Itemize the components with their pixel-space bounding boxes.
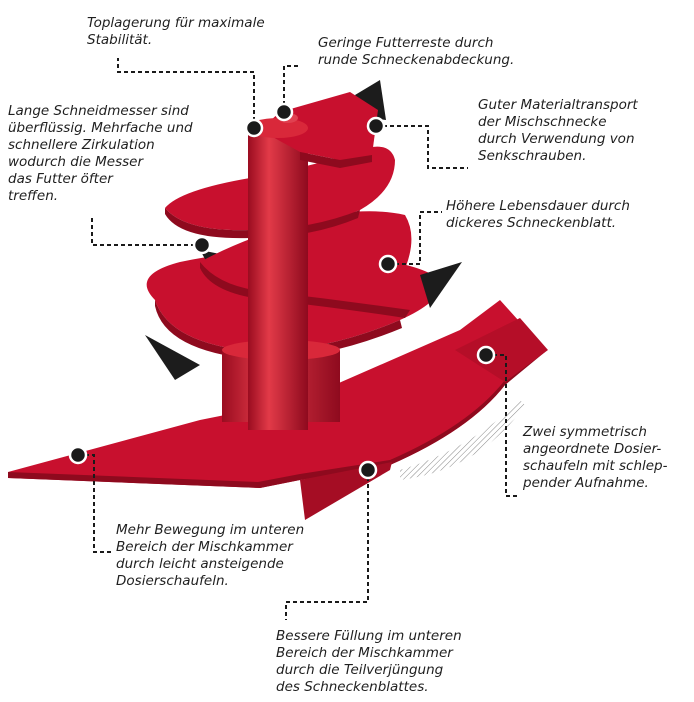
callout-dot-top-bearing: [246, 120, 262, 136]
annotation-top-bearing: Toplagerung für maximale Stabilität.: [87, 15, 265, 49]
annotation-better-filling: Bessere Füllung im unteren Bereich der M…: [276, 628, 462, 696]
annotation-knives: Lange Schneidmesser sind überflüssig. Me…: [8, 103, 193, 205]
annotation-material-transport: Guter Materialtransport der Mischschneck…: [478, 97, 638, 165]
annotation-thicker-blade: Höhere Lebensdauer durch dickeres Schnec…: [446, 198, 630, 232]
callout-dot-lower-movement: [70, 447, 86, 463]
callout-dot-better-filling: [360, 462, 376, 478]
callout-dot-thicker-blade: [380, 256, 396, 272]
callout-dot-round-cover: [276, 104, 292, 120]
callout-dot-dosing-paddles: [478, 347, 494, 363]
annotation-dosing-paddles: Zwei symmetrisch angeordnete Dosier- sch…: [523, 424, 668, 492]
callout-dot-knives: [194, 237, 210, 253]
callout-dot-material-transport: [368, 118, 384, 134]
main-shaft: [248, 130, 308, 430]
annotation-round-cover: Geringe Futterreste durch runde Schnecke…: [318, 35, 514, 69]
annotation-lower-movement: Mehr Bewegung im unteren Bereich der Mis…: [116, 522, 304, 590]
